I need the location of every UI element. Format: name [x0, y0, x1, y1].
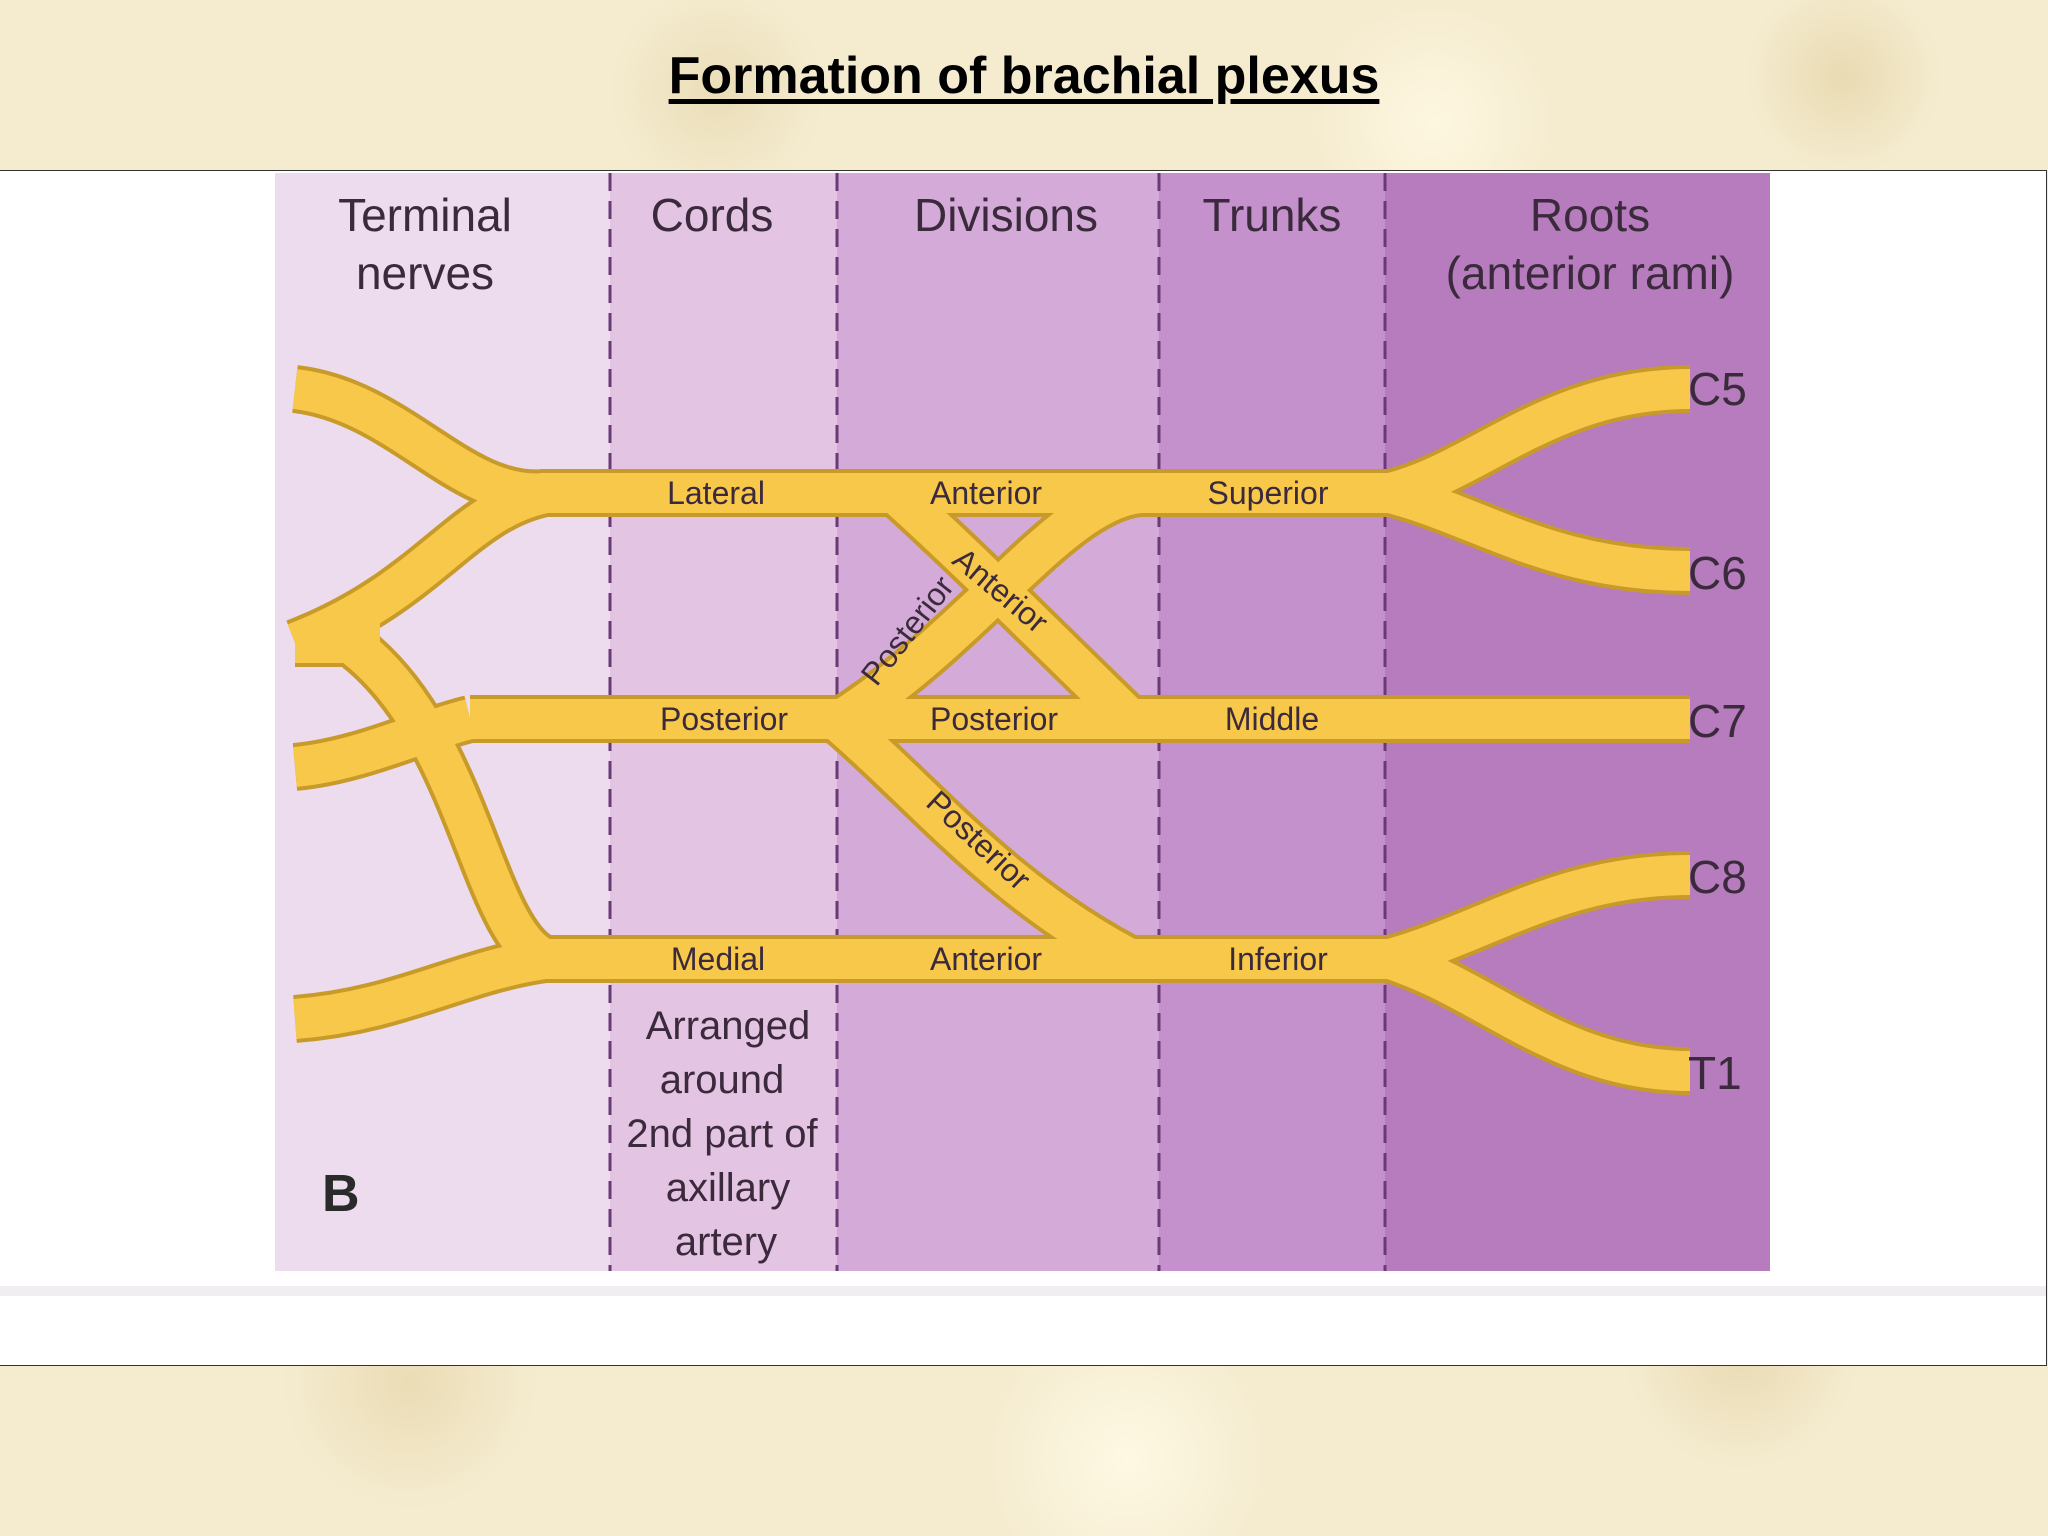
heading-trunks: Trunks: [1203, 189, 1342, 241]
anterior-division-middle-nerve: [881, 478, 1144, 734]
root-c8-nerve: [1384, 855, 1691, 979]
trunk-label-superior: Superior: [1208, 475, 1329, 511]
heading-roots-line2: (anterior rami): [1446, 247, 1735, 299]
posterior-division-upper-nerve: [829, 473, 1144, 738]
panel-letter: B: [322, 1165, 360, 1223]
root-label-c6: C6: [1688, 547, 1747, 599]
heading-cords: Cords: [651, 189, 774, 241]
cord-note-line4: axillary: [666, 1166, 790, 1210]
cord-label-posterior: Posterior: [660, 701, 788, 737]
faded-strip: [0, 1286, 2046, 1296]
cord-label-medial: Medial: [671, 941, 765, 977]
cord-note-line3: 2nd part of: [626, 1112, 818, 1156]
cord-note-line1: Arranged: [646, 1004, 811, 1048]
heading-terminal-line1: Terminal: [338, 189, 512, 241]
heading-divisions: Divisions: [914, 189, 1098, 241]
root-label-c8: C8: [1688, 851, 1747, 903]
posterior-division-lower-nerve: [827, 707, 1140, 977]
slide-title: Formation of brachial plexus: [668, 47, 1380, 105]
trunk-label-inferior: Inferior: [1228, 941, 1328, 977]
terminal-branch-3-nerve: [292, 699, 475, 787]
division-label-middle-row: Posterior: [930, 701, 1058, 737]
division-label-medial-row: Anterior: [930, 941, 1042, 977]
heading-roots-line1: Roots: [1530, 189, 1650, 241]
brachial-plexus-diagram: Terminal nerves Cords Divisions Trunks R…: [0, 173, 2046, 1296]
terminal-branch-2-nerve: [287, 473, 550, 662]
heading-terminal-line2: nerves: [356, 247, 494, 299]
root-label-c7: C7: [1688, 695, 1747, 747]
division-label-lateral-row: Anterior: [930, 475, 1042, 511]
root-c5-nerve: [1384, 369, 1691, 513]
figure-frame: Terminal nerves Cords Divisions Trunks R…: [0, 170, 2047, 1366]
nerve-fills: [287, 369, 1691, 1091]
terminal-branch-4-nerve: [293, 939, 548, 1039]
cord-note-line2: around: [660, 1058, 785, 1102]
root-label-t1: T1: [1688, 1047, 1742, 1099]
root-c6-nerve: [1384, 473, 1691, 591]
cord-note-line5: artery: [675, 1220, 777, 1264]
trunk-label-middle: Middle: [1225, 701, 1319, 737]
root-t1-nerve: [1383, 939, 1691, 1091]
cord-label-lateral: Lateral: [667, 475, 765, 511]
medial-root-branch-nerve: [337, 626, 555, 978]
root-label-c5: C5: [1688, 363, 1747, 415]
